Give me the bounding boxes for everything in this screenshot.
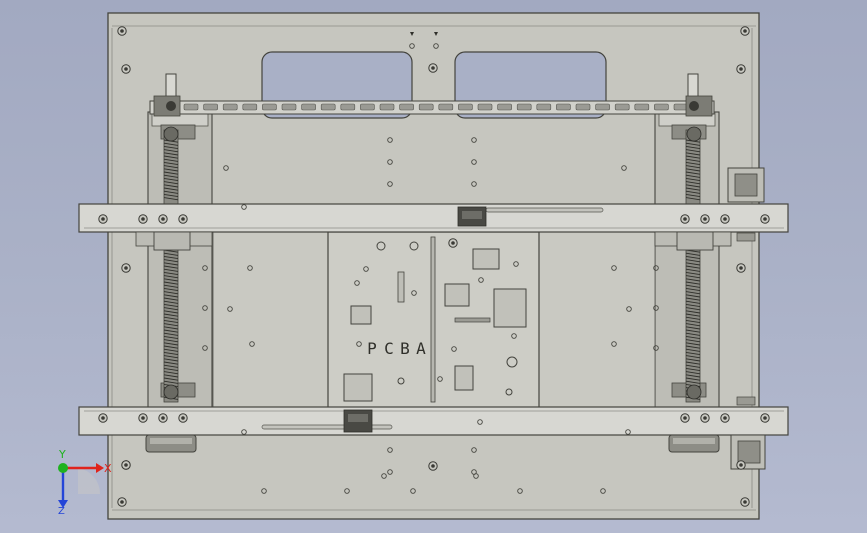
x-arrow-head <box>96 463 104 473</box>
top-chain-rail <box>149 95 715 117</box>
y-axis-dot <box>58 463 68 473</box>
z-arrow-head <box>58 500 68 508</box>
x-axis-label: X <box>104 462 112 475</box>
pcba-letter-a: A <box>416 339 426 358</box>
bottom-feet <box>145 434 720 453</box>
pcba-board <box>327 231 540 409</box>
y-axis-label: Y <box>58 448 66 461</box>
pcba-label: P C B A <box>367 339 426 358</box>
right-side-brackets <box>727 167 766 470</box>
z-axis-label: Z <box>58 506 65 517</box>
plate-markers <box>410 32 438 36</box>
pcba-letter-p: P <box>367 339 377 358</box>
lower-crossbeam <box>78 406 789 436</box>
mounting-holes <box>98 26 770 507</box>
lead-screw-frame-left <box>147 111 213 409</box>
pcba-letter-b: B <box>400 339 410 358</box>
axis-triad: X Y Z <box>58 448 112 517</box>
lead-screw-left <box>163 73 179 403</box>
pcba-letter-c: C <box>384 339 394 358</box>
screw-nut-blocks <box>153 126 714 400</box>
